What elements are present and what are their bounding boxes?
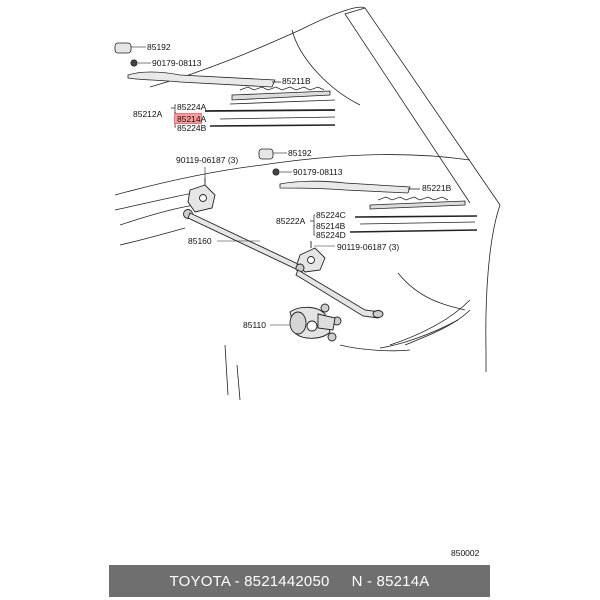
label-nut-bottom: 90179-08113 <box>293 167 343 177</box>
wiper-blade-top <box>204 86 336 127</box>
label-part-highlight: 85214A <box>177 114 207 124</box>
wiper-parts-diagram: 85192 90179-08113 85211B 85212A 85224A 8… <box>114 6 501 558</box>
assembly-bracket-bottom <box>310 214 315 236</box>
label-assy-bottom: 85222A <box>276 216 306 226</box>
label-assy-top: 85212A <box>133 109 163 119</box>
caption-reference: N - 85214A <box>351 572 430 590</box>
wiper-motor <box>289 303 342 342</box>
wiper-cap-bottom <box>258 148 287 160</box>
highlight-box <box>174 113 202 124</box>
label-nut-top: 90179-08113 <box>152 58 202 68</box>
caption-bar: TOYOTA - 8521442050 N - 85214A <box>109 565 490 597</box>
wiper-blade-bottom <box>349 196 478 233</box>
wiper-arm-bottom <box>279 180 420 194</box>
label-bolt-link: 90119-06187 (3) <box>176 155 238 165</box>
label-arm-top: 85211B <box>282 76 311 86</box>
nut-top <box>130 59 151 67</box>
label-bolt-motor: 90119-06187 (3) <box>337 242 399 252</box>
nut-bottom <box>272 168 292 176</box>
label-part-b: 85224B <box>177 123 207 133</box>
wiper-linkage <box>183 178 384 319</box>
assembly-bracket-top <box>171 104 176 128</box>
wiper-arm-top <box>127 71 281 88</box>
label-part-a: 85224A <box>177 102 207 112</box>
label-cap-bottom: 85192 <box>288 148 312 158</box>
label-cap-top: 85192 <box>147 42 171 52</box>
page-code: 850002 <box>451 548 480 558</box>
wiper-cap-top <box>114 42 146 54</box>
label-part-d: 85214B <box>316 221 346 231</box>
label-arm-bottom: 85221B <box>422 183 452 193</box>
label-motor: 85110 <box>243 320 266 330</box>
label-part-c: 85224C <box>316 210 346 220</box>
label-link: 85160 <box>188 236 212 246</box>
caption-brand-part: TOYOTA - 8521442050 <box>169 572 330 590</box>
label-part-e: 85224D <box>316 230 346 240</box>
